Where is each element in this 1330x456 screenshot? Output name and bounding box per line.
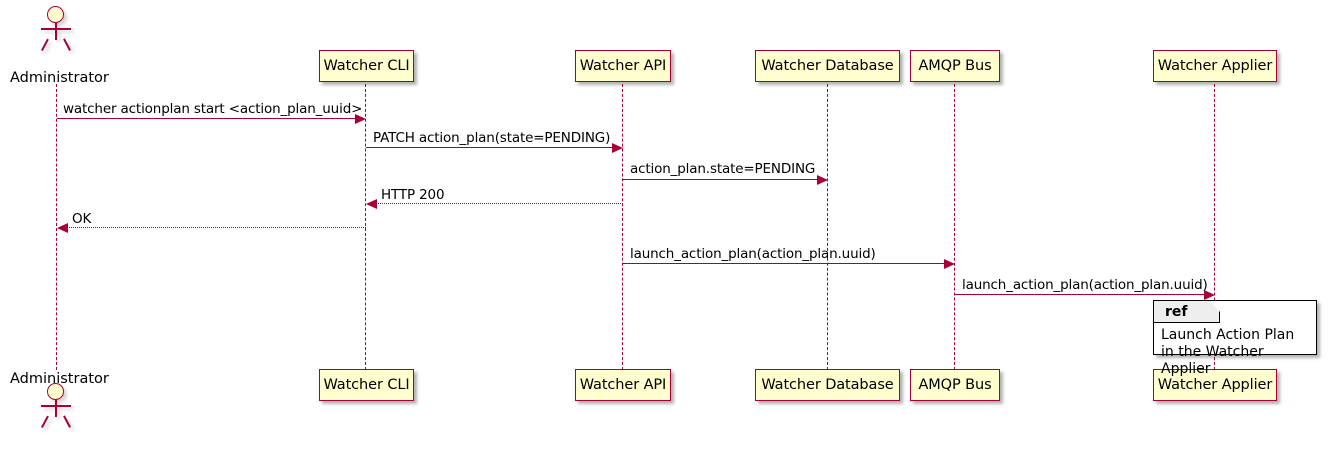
participant-watcher-cli-top[interactable]: Watcher CLI: [319, 50, 414, 82]
message-label-m7: launch_action_plan(action_plan.uuid): [962, 277, 1208, 293]
lifeline-watcher-applier: [1214, 84, 1216, 370]
message-line-m4: [376, 203, 623, 204]
lifeline-watcher-database: [827, 84, 829, 370]
participant-label: Watcher CLI: [323, 377, 410, 393]
participant-label: Watcher Applier: [1157, 377, 1273, 393]
message-line-m3: [623, 179, 818, 180]
participant-label: Watcher API: [579, 58, 667, 74]
message-arrowhead-m7: [1204, 289, 1215, 300]
actor-body: [55, 23, 57, 40]
actor-leg-left: [40, 415, 49, 428]
message-line-m5: [67, 227, 366, 228]
participant-label: AMQP Bus: [918, 377, 992, 393]
lifeline-amqp-bus: [954, 84, 956, 370]
message-label-m2: PATCH action_plan(state=PENDING): [373, 130, 611, 146]
participant-label: Watcher Applier: [1157, 58, 1273, 74]
message-arrowhead-m3: [817, 174, 828, 185]
message-line-m2: [366, 147, 613, 148]
actor-head: [47, 6, 64, 23]
actor-leg-left: [40, 38, 49, 51]
actor-administrator: [35, 383, 79, 431]
participant-label: Watcher Database: [761, 377, 894, 393]
message-line-m1: [57, 118, 356, 119]
ref-fragment-text: Launch Action Plan in the Watcher Applie…: [1161, 327, 1295, 377]
participant-label: Watcher Database: [761, 58, 894, 74]
participant-watcher-database-bottom[interactable]: Watcher Database: [755, 369, 900, 401]
message-arrowhead-m2: [612, 142, 623, 153]
participant-watcher-api-top[interactable]: Watcher API: [575, 50, 671, 82]
participant-label-administrator: Administrator: [10, 371, 109, 387]
actor-arms: [41, 405, 71, 407]
message-arrowhead-m6: [944, 258, 955, 269]
actor-leg-right: [63, 38, 71, 51]
message-label-m1: watcher actionplan start <action_plan_uu…: [63, 101, 363, 117]
message-label-m5: OK: [72, 211, 92, 227]
participant-label: AMQP Bus: [918, 58, 992, 74]
participant-amqp-bus-top[interactable]: AMQP Bus: [910, 50, 1000, 82]
actor-administrator: [35, 6, 79, 54]
lifeline-watcher-api: [622, 84, 624, 370]
message-arrowhead-m1: [355, 113, 366, 124]
participant-watcher-api-bottom[interactable]: Watcher API: [575, 369, 671, 401]
message-label-m4: HTTP 200: [381, 187, 445, 203]
actor-head: [47, 383, 64, 400]
participant-label: Watcher API: [579, 377, 667, 393]
participant-watcher-applier-bottom[interactable]: Watcher Applier: [1153, 369, 1277, 401]
participant-label-administrator: Administrator: [10, 70, 109, 86]
participant-amqp-bus-bottom[interactable]: AMQP Bus: [910, 369, 1000, 401]
actor-figure: [35, 6, 79, 52]
ref-fragment-keyword: ref: [1154, 301, 1220, 323]
message-label-m3: action_plan.state=PENDING: [630, 161, 816, 177]
lifeline-administrator: [56, 84, 58, 370]
actor-leg-right: [63, 415, 71, 428]
actor-figure: [35, 383, 79, 429]
message-label-m6: launch_action_plan(action_plan.uuid): [630, 246, 876, 262]
message-arrowhead-m5: [57, 222, 68, 233]
actor-body: [55, 400, 57, 417]
participant-watcher-cli-bottom[interactable]: Watcher CLI: [319, 369, 414, 401]
participant-label: Watcher CLI: [323, 58, 410, 74]
message-arrowhead-m4: [366, 198, 377, 209]
message-line-m6: [623, 263, 945, 264]
message-line-m7: [955, 294, 1205, 295]
participant-watcher-database-top[interactable]: Watcher Database: [755, 50, 900, 82]
participant-watcher-applier-top[interactable]: Watcher Applier: [1153, 50, 1277, 82]
actor-arms: [41, 28, 71, 30]
